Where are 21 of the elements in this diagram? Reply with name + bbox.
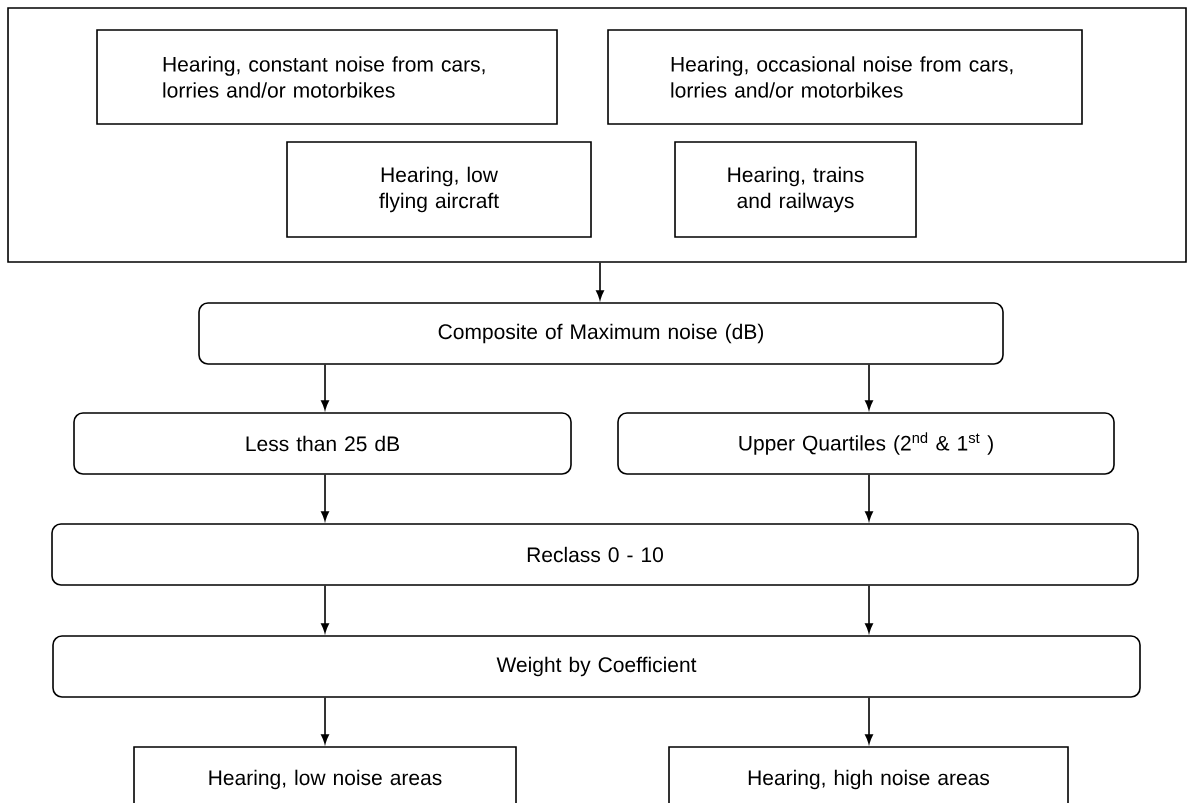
process-box: Reclass 0 - 10 [51, 523, 1139, 586]
source-box: Hearing, trains and railways [674, 141, 917, 238]
arrow [321, 585, 329, 633]
process-box: Less than 25 dB [73, 412, 572, 475]
source-box: Hearing, low flying aircraft [286, 141, 592, 238]
text-box: Hearing, low noise areas [133, 746, 517, 803]
arrow [596, 262, 604, 300]
text-box: Hearing, high noise areas [668, 746, 1069, 803]
arrow [865, 474, 873, 521]
group-box [7, 7, 1187, 263]
process-box: Composite of Maximum noise (dB) [198, 302, 1004, 365]
arrow [321, 697, 329, 744]
process-box: Upper Quartiles (2$^{nd}$ & 1$^{st}$ ) [617, 412, 1115, 475]
arrow [321, 364, 329, 410]
arrow [865, 585, 873, 633]
arrow [865, 697, 873, 744]
source-box: Hearing, occasional noise from cars, lorries and/or motorbikes [607, 29, 1083, 125]
process-box: Weight by Coefficient [52, 635, 1141, 698]
source-box: Hearing, constant noise from cars, lorries and/or motorbikes [96, 29, 558, 125]
arrow [865, 364, 873, 410]
arrow [321, 474, 329, 521]
